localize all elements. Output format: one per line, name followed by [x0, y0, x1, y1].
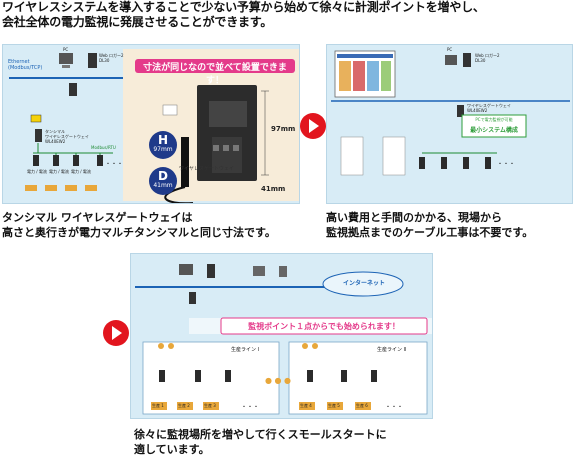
panel-c-banner: 監視ポイント１点からでも始められます！ [248, 322, 400, 331]
panel-b-illustration [331, 50, 570, 176]
alarm-icon [30, 114, 42, 123]
sensor-label-4: 生産 4 [300, 403, 312, 408]
panel-c-dots-2: ・・・ [385, 404, 404, 411]
panel-b-pc-label: PC [447, 47, 453, 52]
system-note: PCで電力監視が可能 [475, 117, 513, 122]
panel-small-start: インターネット 監視ポイント１点からでも始められます！ 生産ライン Ⅰ 生産ライ… [130, 253, 433, 419]
panel-c-mid-dots: ● ● ● [265, 376, 292, 385]
left-unit-label: タンシマル ワイヤレスゲートウェイ WL40EW2 [45, 129, 89, 144]
line-1-label: 生産ライン Ⅰ [231, 347, 260, 353]
panel-b-gw-label: ワイヤレスゲートウェイ WL40EW2 [467, 103, 511, 113]
tablet-icon [279, 266, 287, 277]
pc-icon [59, 53, 73, 64]
gateway-icon [189, 292, 196, 304]
panel-a-dots: ・・・ [105, 161, 124, 168]
wireless-label: Modbus/RTU [91, 145, 116, 150]
web-logger-icon [207, 264, 215, 278]
system-box [461, 114, 527, 138]
intro-text: ワイヤレスシステムを導入することで少ない予算から始めて徐々に計測ポイントを増やし… [2, 0, 485, 29]
web-logger-icon [463, 53, 471, 67]
ethernet-label: Ethernet (Modbus/TCP) [8, 59, 43, 71]
internet-label: インターネット [342, 280, 385, 287]
width-label: 97mm [271, 125, 296, 133]
arrow-right-icon [300, 113, 326, 139]
sensor-label-6: 生産 6 [356, 403, 368, 408]
d-letter: D [158, 169, 168, 183]
product-note: ワイヤレスゲートウェイ [179, 166, 234, 172]
panel-c-banner-box [220, 317, 428, 335]
line-2-label: 生産ライン Ⅱ [377, 347, 407, 353]
system-box-label: 最小システム構成 [470, 127, 518, 134]
sensor-label-3: 生産 3 [204, 403, 216, 408]
h-badge [149, 131, 177, 159]
panel-gateway-dimensions: 寸法が同じなので並べて設置できます！ H 97mm D 41mm 97mm 41… [2, 44, 300, 204]
bottom-label-3: 電力 / 電流 [71, 169, 91, 174]
h-letter: H [157, 133, 169, 147]
bottom-label-1: 電力 / 電流 [27, 169, 47, 174]
caption-gateway: タンシマル ワイヤレスゲートウェイは 高さと奥行きが電力マルチタンシマルと同じ寸… [2, 211, 276, 239]
gateway-icon [69, 83, 77, 96]
banner-background [135, 59, 295, 73]
panel-a-illustration [9, 49, 299, 203]
web-logger-label: Web ロガー2 DL30 [99, 53, 124, 63]
caption-no-cabling: 高い費用と手間のかかる、現場から 監視拠点までのケーブル工事は不要です。 [326, 211, 534, 239]
sensor-label-1: 生産 1 [152, 403, 164, 408]
web-logger-icon [88, 53, 97, 68]
sensor-label-5: 生産 5 [328, 403, 340, 408]
pc-icon [445, 55, 457, 65]
gateway-icon [457, 105, 464, 117]
arrow-right-icon-2 [103, 320, 129, 346]
depth-label: 41mm [261, 185, 286, 193]
screen-thumb-1 [382, 136, 406, 176]
h-value: 97mm [153, 146, 173, 153]
pc-label: PC [63, 47, 69, 52]
d-value: 41mm [153, 182, 173, 189]
panel-c-illustration [135, 264, 432, 415]
tansimal-icon [35, 129, 42, 142]
panel-b-dots: ・・・ [497, 161, 516, 168]
panel-c-dots-1: ・・・ [241, 404, 260, 411]
laptop-icon [253, 266, 265, 276]
panel-minimal-system: PC Web ロガー2 DL30 ワイヤレスゲートウェイ WL40EW2 PCで… [326, 44, 573, 204]
sensor-label-2: 生産 2 [178, 403, 190, 408]
internet-cloud [322, 271, 404, 297]
caption-small-start: 徐々に監視場所を増やして行くスモールスタートに 適しています。 [134, 428, 387, 456]
screen-thumb-2 [340, 136, 364, 176]
panel-b-web-label: Web ロガー2 DL30 [475, 53, 500, 63]
d-badge [149, 167, 177, 195]
panel-a-banner: 寸法が同じなので並べて設置できます！ [143, 63, 287, 86]
bottom-label-2: 電力 / 電流 [49, 169, 69, 174]
pc-icon [179, 264, 193, 275]
